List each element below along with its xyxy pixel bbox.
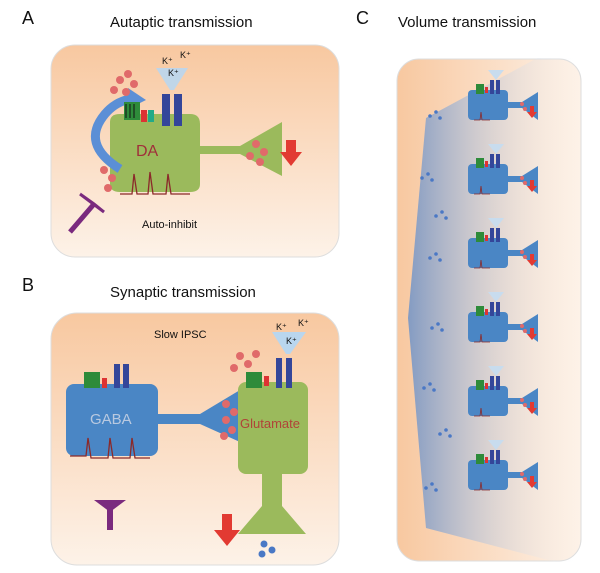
panel-a-letter: A <box>22 8 35 28</box>
glutamate-channel <box>276 358 292 388</box>
glutamate-dendrite <box>238 474 306 534</box>
diffusing-transmitter <box>420 110 452 492</box>
da-vesicles-terminal <box>246 140 268 166</box>
inhibit-symbol <box>68 202 96 234</box>
gaba-receptor <box>84 372 100 388</box>
panel-b-title: Synaptic transmission <box>110 284 256 301</box>
panel-c-title: Volume transmission <box>398 14 537 31</box>
release-decrease-arrow-b <box>214 514 240 546</box>
panel-a-diagram: K⁺ K⁺ K⁺ DA Auto-inhibit <box>50 44 340 258</box>
gaba-cell-label: GABA <box>90 411 132 428</box>
k-ion-label-b3: K⁺ <box>286 336 297 346</box>
panel-b-diagram: Slow IPSC GABA Glutamate K⁺ K⁺ K⁺ <box>50 312 340 566</box>
feedback-arrow <box>91 94 132 173</box>
k-efflux-funnel-b <box>272 332 306 354</box>
da-cell-label: DA <box>136 143 159 160</box>
glutamate-receptor <box>246 372 262 388</box>
da-cell-body <box>110 114 200 192</box>
slow-ipsc-label: Slow IPSC <box>154 329 207 341</box>
girk-channel <box>162 94 182 126</box>
glutamate-cell-body <box>238 382 308 474</box>
glutamate-vesicles <box>258 540 276 558</box>
panel-a-title: Autaptic transmission <box>110 14 253 31</box>
gaba-vesicles <box>220 350 260 440</box>
panel-c-letter: C <box>356 8 369 28</box>
k-ion-label-2: K⁺ <box>180 50 191 60</box>
k-ion-label-b2: K⁺ <box>298 318 309 328</box>
k-ion-label-3: K⁺ <box>168 68 179 78</box>
gaba-spike-traces <box>70 437 150 459</box>
panel-b-letter: B <box>22 275 35 295</box>
release-decrease-arrow <box>280 140 302 166</box>
k-efflux-funnel <box>156 68 188 90</box>
d2-receptor <box>124 102 140 120</box>
glutamate-cell-label: Glutamate <box>240 416 300 431</box>
k-ion-label-b1: K⁺ <box>276 322 287 332</box>
da-spike-traces <box>120 171 190 195</box>
gaba-cell-body <box>66 384 158 456</box>
gaba-channel <box>114 364 129 388</box>
auto-inhibit-label: Auto-inhibit <box>142 219 197 231</box>
da-vesicles-left <box>100 166 116 192</box>
da-vesicles-top <box>110 70 138 96</box>
panel-c-diagram <box>396 58 582 562</box>
k-ion-label-1: K⁺ <box>162 56 173 66</box>
gaba-axon <box>158 390 240 442</box>
